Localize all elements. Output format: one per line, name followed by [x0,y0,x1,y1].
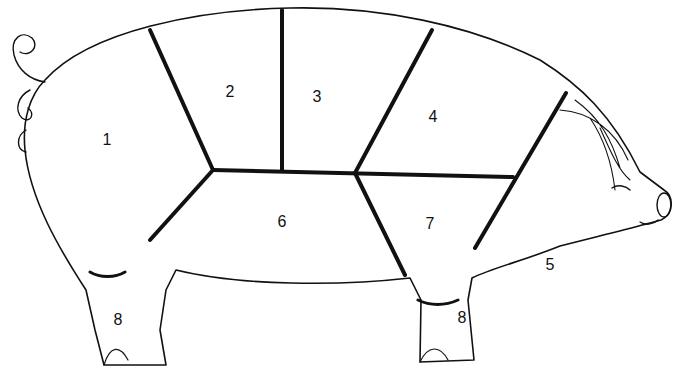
hoof-lines [104,349,448,365]
mouth [640,220,658,224]
callout-number: 6 [278,214,287,230]
eye [612,186,630,190]
pig-outline [24,8,671,365]
cut-lines [150,10,566,275]
callout-number: 4 [429,109,438,125]
callout-number: 5 [546,257,555,273]
tail [13,35,45,152]
ear [560,100,630,190]
callout-number: 7 [426,216,435,232]
callout-number: 3 [313,89,322,105]
callout-number: 8 [458,310,467,326]
snout [657,193,671,217]
callout-number: 8 [114,312,123,328]
callout-number: 1 [103,132,112,148]
callout-number: 2 [226,84,235,100]
hoof-band [90,272,458,305]
